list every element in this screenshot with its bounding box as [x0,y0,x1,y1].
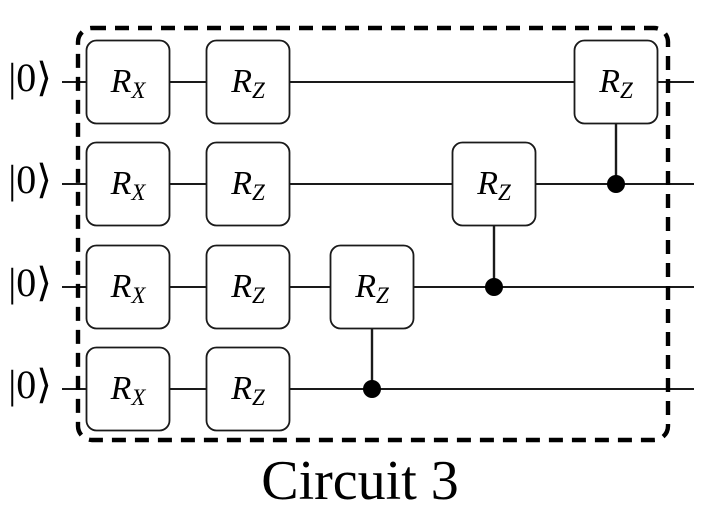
gate-box [205,141,291,227]
svg-text:RX: RX [110,63,147,103]
gate-box [85,39,171,125]
gate-rz-q0-col1[interactable]: RZ [205,39,291,125]
gate-subscript: X [130,283,146,308]
gate-box [329,244,415,330]
gate-symbol: R [598,63,620,100]
control-dot-q1[interactable] [607,175,625,193]
control-dot-q2[interactable] [485,278,503,296]
gate-rx-q0[interactable]: RX [85,39,171,125]
gate-rx-q2[interactable]: RX [85,244,171,330]
gate-box [573,39,659,125]
gate-rz-q2-col1[interactable]: RZ [205,244,291,330]
qubit-label-q2: |0⟩ [8,260,52,305]
svg-text:RZ: RZ [598,63,633,103]
gate-subscript: X [130,385,146,410]
svg-text:RZ: RZ [354,268,389,308]
gate-symbol: R [110,268,132,305]
gate-rx-q1[interactable]: RX [85,141,171,227]
gate-symbol: R [110,165,132,202]
gate-box [85,346,171,432]
qubit-wires [62,81,694,390]
gate-rz-q1-col1[interactable]: RZ [205,141,291,227]
gate-rz-q2-col2[interactable]: RZ [329,244,415,330]
gate-box [85,244,171,330]
gate-subscript: Z [498,180,511,205]
gate-symbol: R [110,63,132,100]
gate-rz-q3-col1[interactable]: RZ [205,346,291,432]
svg-text:RZ: RZ [230,63,265,103]
gate-subscript: X [130,78,146,103]
svg-text:RZ: RZ [230,268,265,308]
circuit-group-frame [75,25,671,443]
gate-box [205,39,291,125]
qubit-label-q1: |0⟩ [8,157,52,202]
gate-rx-q3[interactable]: RX [85,346,171,432]
gate-rz-q0-col4[interactable]: RZ [573,39,659,125]
qubit-label-q0: |0⟩ [8,55,52,100]
svg-text:RX: RX [110,165,147,205]
gate-subscript: Z [252,385,265,410]
gate-box [451,141,537,227]
gate-subscript: Z [252,78,265,103]
svg-text:RZ: RZ [230,370,265,410]
svg-text:RZ: RZ [476,165,511,205]
controlled-gate-connectors [363,124,625,398]
gate-symbol: R [110,370,132,407]
qubit-label-q3: |0⟩ [8,362,52,407]
gate-box [205,346,291,432]
gate-symbol: R [230,63,252,100]
figure-caption: Circuit 3 [261,450,459,512]
svg-text:RX: RX [110,268,147,308]
gate-subscript: Z [252,180,265,205]
gate-box [205,244,291,330]
gate-symbol: R [354,268,376,305]
gate-subscript: Z [620,78,633,103]
qubit-input-labels: |0⟩ |0⟩ |0⟩ |0⟩ [8,55,52,407]
svg-text:RX: RX [110,370,147,410]
control-dot-q3[interactable] [363,380,381,398]
gate-box [85,141,171,227]
svg-text:RZ: RZ [230,165,265,205]
gate-symbol: R [476,165,498,202]
gate-symbol: R [230,268,252,305]
gate-subscript: X [130,180,146,205]
gate-subscript: Z [252,283,265,308]
gate-subscript: Z [376,283,389,308]
gate-symbol: R [230,165,252,202]
gate-symbol: R [230,370,252,407]
gate-rz-q1-col3[interactable]: RZ [451,141,537,227]
